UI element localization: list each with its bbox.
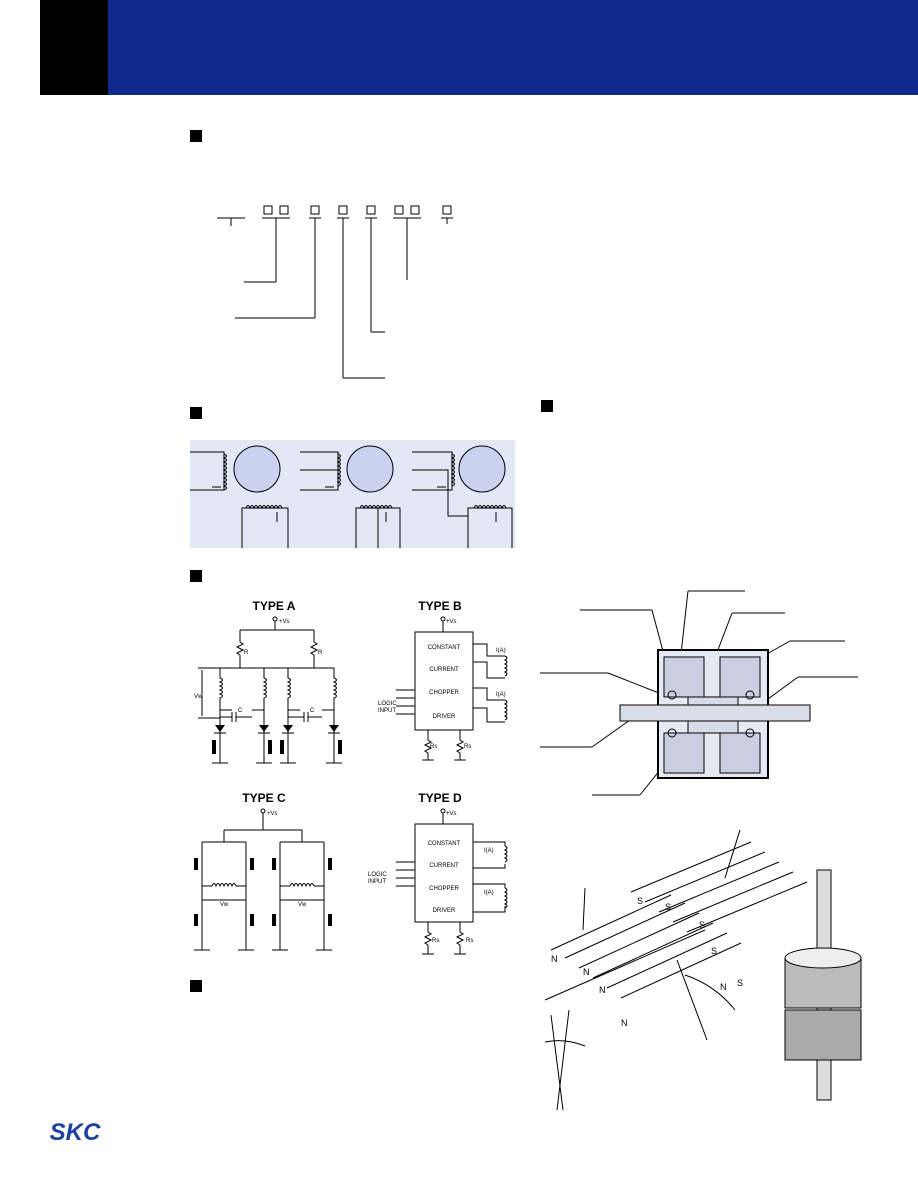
type-b-constant: CONSTANT xyxy=(428,645,461,651)
type-d-constant: CONSTANT xyxy=(428,841,461,847)
type-c-vw2: Vw xyxy=(298,902,307,908)
type-d-vs-label: +Vs xyxy=(446,811,457,817)
rotor-n5: N xyxy=(720,982,727,992)
type-b-ia1: I(A) xyxy=(496,648,506,654)
type-b-circuit: TYPE B +Vs CONSTANT CURRENT CHOPPER DRIV… xyxy=(378,599,508,761)
section-bullet-part-number xyxy=(190,130,202,142)
type-b-rs2: Rs xyxy=(464,744,471,750)
type-a-r2-label: R xyxy=(318,650,323,656)
type-b-logic: LOGIC xyxy=(378,701,397,707)
type-a-vs-label: +Vs xyxy=(279,619,290,625)
type-d-input: INPUT xyxy=(368,879,386,885)
rotor-s1: S xyxy=(637,896,643,906)
header-black-tab xyxy=(40,0,108,95)
type-d-logic: LOGIC xyxy=(368,872,387,878)
motor-cross-section xyxy=(540,590,858,796)
rotor-s5: S xyxy=(737,978,743,988)
type-a-circuit: TYPE A +Vs R R Vw C C xyxy=(194,599,342,764)
type-b-title: TYPE B xyxy=(418,599,462,613)
type-a-vw-label: Vw xyxy=(194,694,203,700)
type-d-title: TYPE D xyxy=(418,791,462,805)
skc-logo: SKC xyxy=(50,1119,101,1146)
type-c-title: TYPE C xyxy=(242,791,286,805)
type-b-ia2: I(A) xyxy=(496,692,506,698)
type-d-current: CURRENT xyxy=(429,863,459,869)
type-b-current: CURRENT xyxy=(429,667,459,673)
type-c-vw1: Vw xyxy=(220,902,229,908)
type-d-chopper: CHOPPER xyxy=(429,886,459,892)
type-b-vs-label: +Vs xyxy=(446,619,457,625)
rotor-n1: N xyxy=(551,954,558,964)
rotor-n2: N xyxy=(583,967,590,977)
type-d-circuit: TYPE D +Vs CONSTANT CURRENT CHOPPER DRIV… xyxy=(368,791,508,955)
winding-diagrams xyxy=(190,440,515,548)
rotor-s2: S xyxy=(665,902,671,912)
rotor-n3: N xyxy=(599,985,606,995)
type-b-driver: DRIVER xyxy=(433,714,456,720)
rotor-teeth-illustration: S S S S N N N N N S xyxy=(544,829,862,1111)
type-d-driver: DRIVER xyxy=(433,908,456,914)
section-bullet-construction xyxy=(541,400,553,412)
rotor-s4: S xyxy=(711,946,717,956)
type-a-r1-label: R xyxy=(244,650,249,656)
section-bullet-drive xyxy=(190,570,202,582)
rotor-n4: N xyxy=(621,1018,628,1028)
type-c-circuit: TYPE C +Vs Vw Vw xyxy=(194,791,332,951)
type-c-vs-label: +Vs xyxy=(267,811,278,817)
type-b-rs1: Rs xyxy=(430,744,437,750)
type-d-ia1: I(A) xyxy=(484,848,494,854)
type-b-input: INPUT xyxy=(378,708,396,714)
type-a-c1-label: C xyxy=(238,708,243,714)
rotor-s3: S xyxy=(699,920,705,930)
section-bullet-notes xyxy=(190,980,202,992)
type-d-ia2: I(A) xyxy=(484,890,494,896)
skc-logo-text: SKC xyxy=(50,1119,101,1146)
type-d-rs2: Rs xyxy=(466,938,473,944)
type-b-chopper: CHOPPER xyxy=(429,690,459,696)
header-band xyxy=(40,0,918,95)
type-a-title: TYPE A xyxy=(253,599,296,613)
part-number-diagram xyxy=(217,205,453,379)
type-a-c2-label: C xyxy=(310,708,315,714)
type-d-rs1: Rs xyxy=(432,938,439,944)
section-bullet-winding xyxy=(190,407,202,419)
